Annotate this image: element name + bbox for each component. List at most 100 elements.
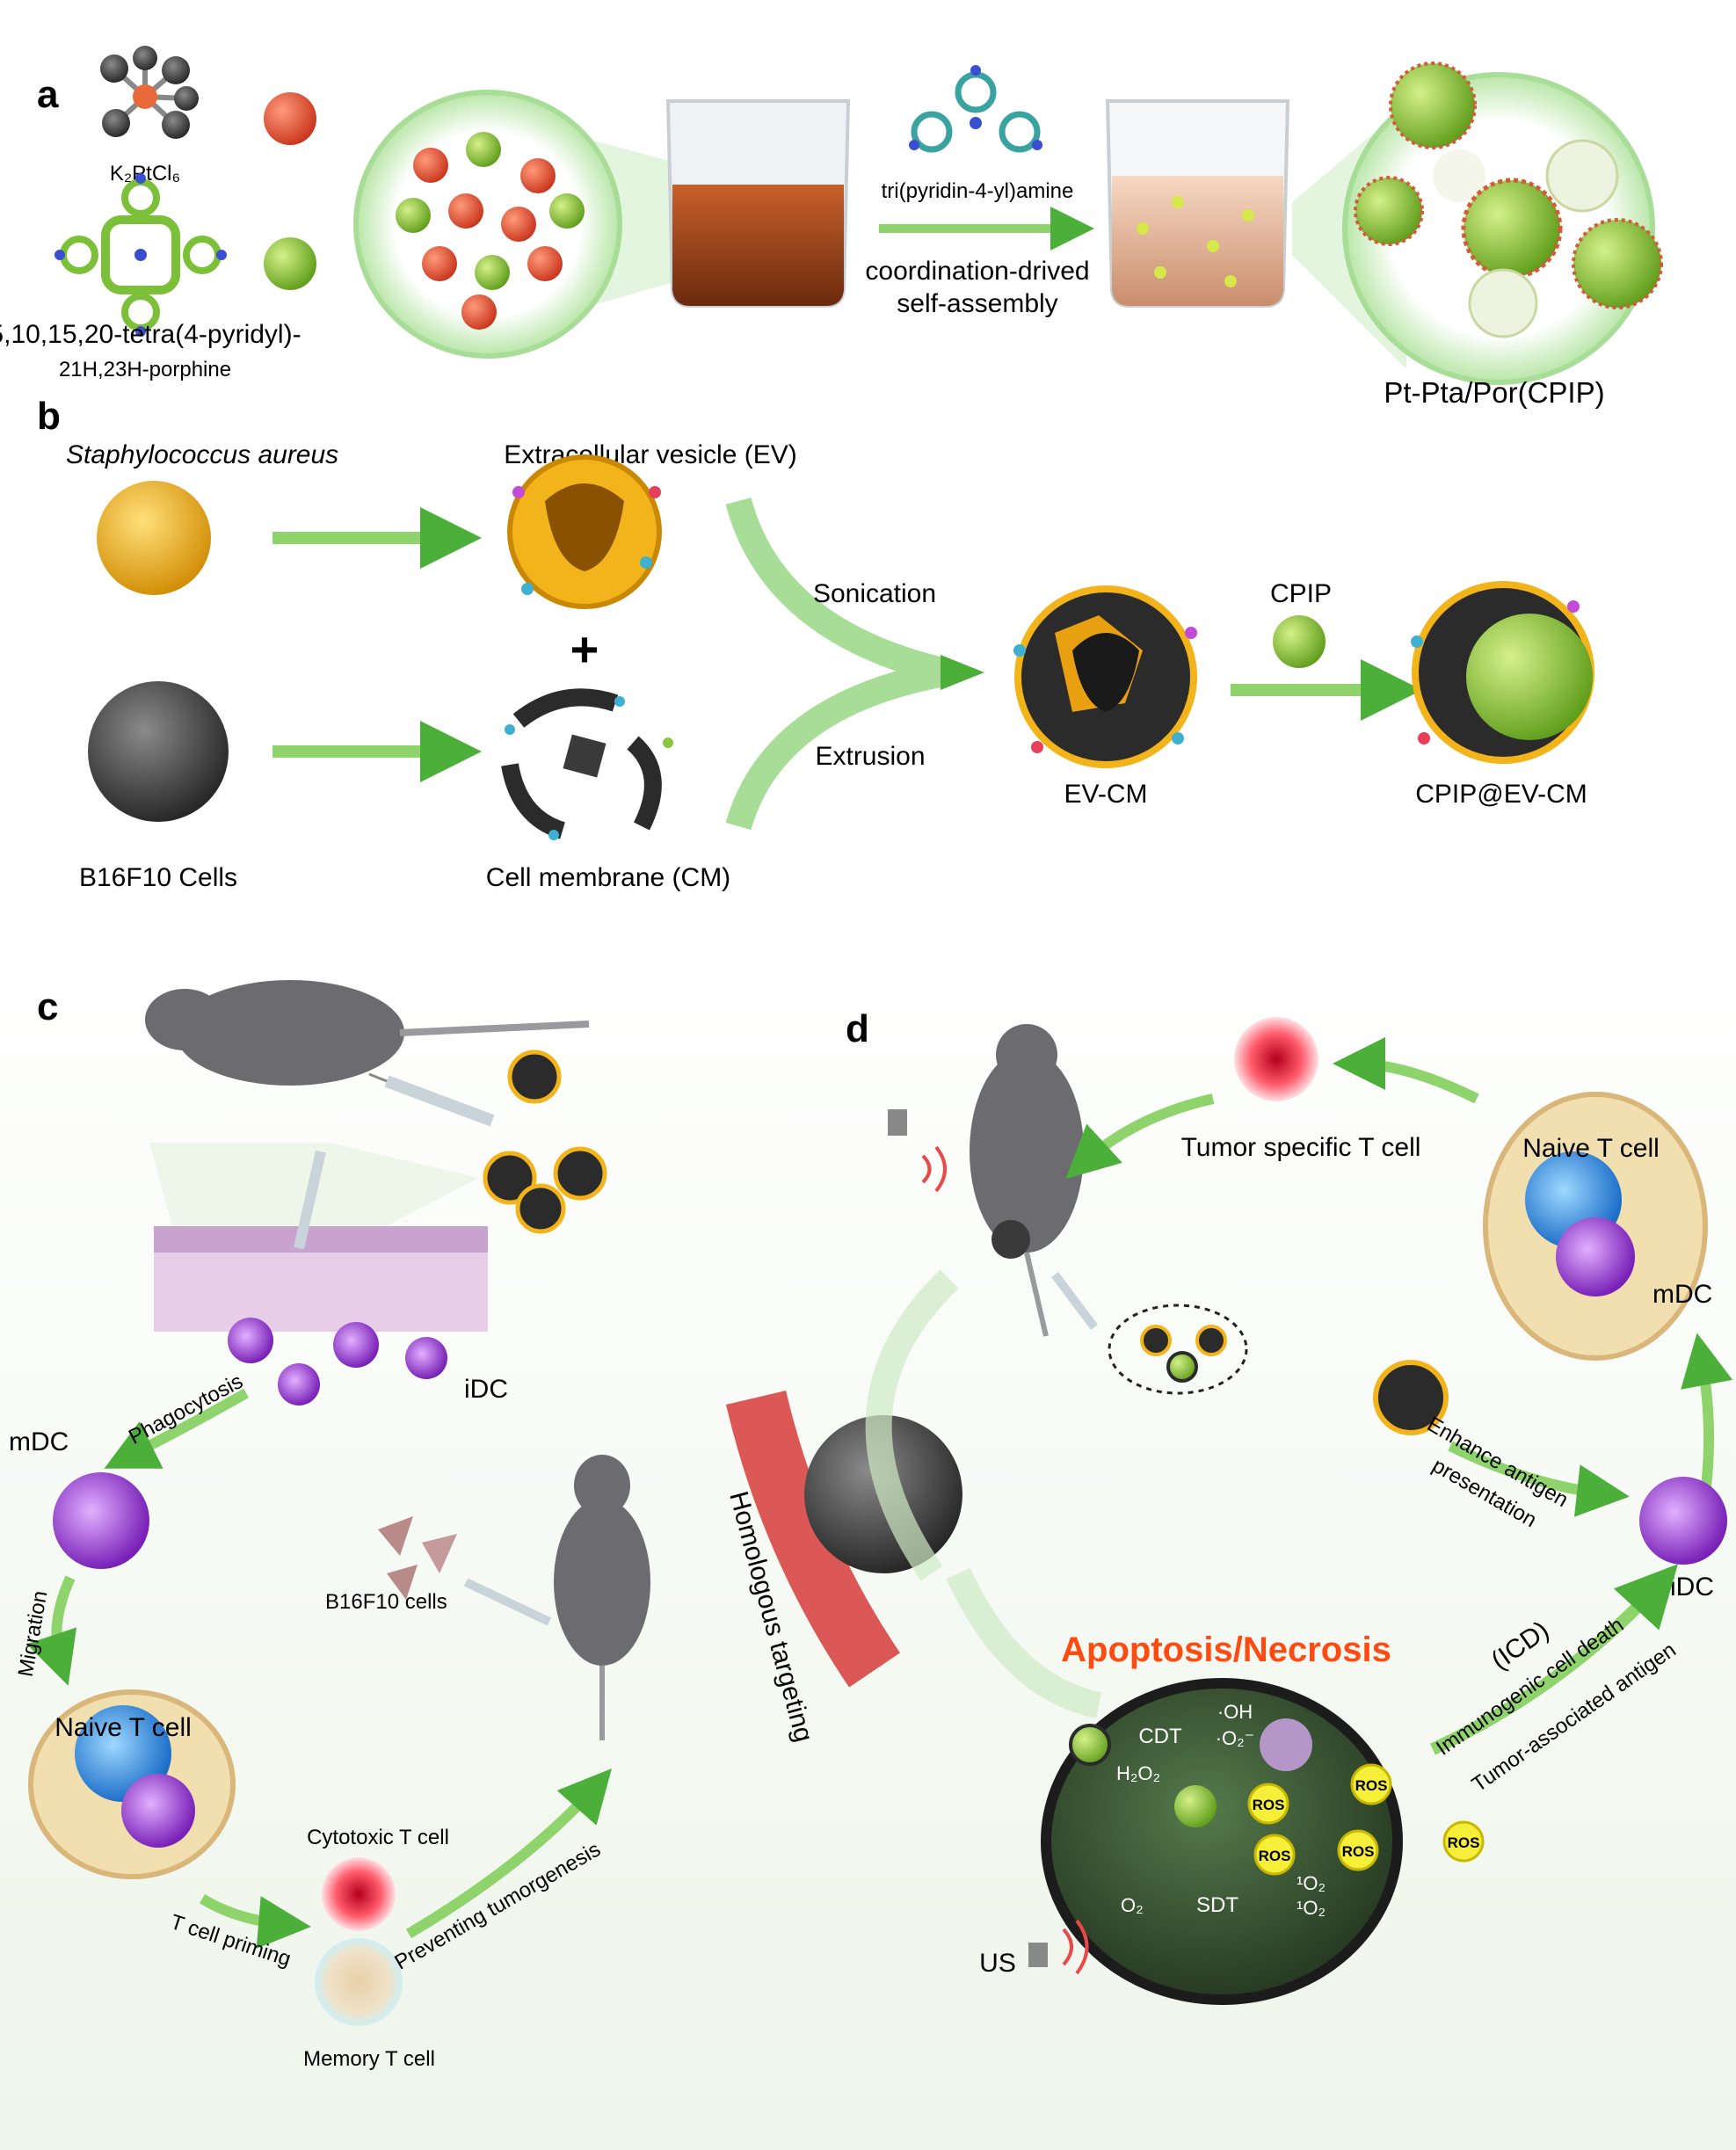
us-label: US [979,1949,1016,1978]
merge-curve-bottom [725,659,952,831]
mdc-label-c: mDC [9,1427,69,1456]
cell-membrane-fragments-icon [501,688,673,840]
apoptosis-label: Apoptosis/Necrosis [1061,1631,1391,1669]
beaker-precursor-icon [665,99,851,308]
cpip-ev-cm-icon [1411,581,1594,764]
immature-dc-cells [228,1318,447,1405]
h2o2-label: H₂O₂ [1116,1762,1160,1784]
ros-label-1: ROS [1253,1797,1285,1813]
singlet-oxygen-label-1: ¹O₂ [1297,1872,1326,1894]
migration-arrow [26,1575,77,1686]
ros-label-2: ROS [1259,1848,1291,1864]
beaker-product-icon [1105,99,1290,308]
b16f10-cells-label-c: B16F10 cells [325,1590,447,1614]
ev-cm-label: EV-CM [1064,780,1147,809]
porphyrin-molecule-icon [54,173,227,337]
porphyrin-label-line1: 5,10,15,20-tetra(4-pyridyl)- [0,320,301,349]
ion-mixture-spheres [396,132,585,330]
ultrasound-probe-icon-top [888,1109,947,1193]
merge-arrowhead [941,655,984,690]
flow-curve-left [865,1269,959,1581]
memory-t-cell-icon [315,1938,403,2026]
cpip-product-label: Pt-Pta/Por(CPIP) [1384,376,1604,409]
syringe-icon [368,1072,495,1127]
idc-label-c: iDC [464,1375,508,1404]
panel-b: b Staphylococcus aureus Extracellular ve… [37,395,1594,892]
sonication-label: Sonication [813,579,936,608]
plus-sign: + [570,621,599,677]
tripyridylamine-molecule-icon [909,65,1042,153]
process-line2: self-assembly [897,289,1057,318]
t-cell-homing-arrow [1065,1093,1215,1180]
flow-curve-right [946,1567,1102,1718]
idc-label-d: iDC [1670,1573,1714,1602]
ev-cm-hybrid-vesicle-icon [1013,585,1197,768]
pt-precursor-sphere-icon [264,92,316,145]
naive-t-label-c: Naive T cell [54,1713,192,1742]
extrusion-label: Extrusion [815,742,925,771]
memory-t-label: Memory T cell [303,2047,435,2071]
blood-vessel-icon [725,1390,900,1688]
mouse-treated-icon [970,1024,1084,1337]
naive-t-label-d: Naive T cell [1522,1134,1660,1163]
ultrasound-probe-icon-bottom [1028,1919,1089,1975]
icd-arrow [1430,1564,1678,1755]
phagocytosis-arrow [104,1388,249,1469]
ros-label-5: ROS [1448,1834,1480,1851]
singlet-oxygen-label-2: ¹O₂ [1297,1897,1326,1919]
cpip-label: CPIP [1270,579,1332,608]
mdc-label-d: mDC [1652,1280,1712,1309]
tumor-cell-icon [1041,1678,1403,2005]
ligand-label: tri(pyridin-4-yl)amine [882,179,1074,203]
tumor-challenge-syringe-icon [463,1578,552,1626]
superoxide-label: ·O₂⁻ [1216,1727,1255,1749]
ros-label-3: ROS [1355,1777,1388,1794]
dc-maturation-arrow [1681,1333,1733,1495]
ros-burst-icon [1247,1763,1485,1876]
injected-particles-icon [1140,1325,1227,1383]
mouse-standing-icon-c [554,1455,650,1740]
treatment-syringe-icon [1051,1272,1098,1330]
cytotoxic-t-label: Cytotoxic T cell [307,1826,449,1849]
process-line1: coordination-drived [865,257,1089,286]
lymph-node-icon-c [28,1689,236,1879]
injected-particles-circle [1108,1304,1248,1395]
k2ptcl6-molecule-icon [100,46,199,139]
b16f10-cells-cluster-icon [378,1516,457,1600]
oxygen-label: O₂ [1121,1894,1144,1916]
hydroxyl-label: ·OH [1217,1701,1253,1723]
vaccine-particle-icon-d [1373,1360,1449,1435]
cytotoxic-t-cell-icon [322,1857,396,1931]
porphyrin-label-line2: 21H,23H-porphine [59,358,231,381]
idc-icon-d [1639,1477,1727,1565]
sdt-label: SDT [1196,1893,1238,1917]
tumor-t-label: Tumor specific T cell [1181,1133,1421,1162]
lymph-node-icon-d [1483,1092,1708,1361]
cpip-nanoparticles [1354,62,1663,338]
b16f10-cell-icon [88,681,229,822]
preventing-arrow [405,1769,612,1939]
b16f10-cells-label: B16F10 Cells [79,863,237,892]
extracellular-vesicle-icon [507,454,662,609]
panel-d-letter: d [846,1007,869,1050]
mouse-top-icon [145,980,590,1086]
cpip-small-icon [1273,615,1326,668]
porphyrin-sphere-icon [264,237,316,290]
cpip-ev-cm-label: CPIP@EV-CM [1415,780,1587,809]
tumor-specific-t-cell-icon [1234,1017,1318,1101]
panel-a-letter: a [37,73,59,116]
panel-a: a K₂PtCl₆ [0,46,1663,409]
skin-syringe-icon [294,1150,326,1250]
cm-label: Cell membrane (CM) [486,863,730,892]
mature-dc-icon [53,1472,149,1569]
panel-b-letter: b [37,395,61,438]
panel-c: c iDC Phagocyt [9,980,650,2071]
ros-label-4: ROS [1342,1843,1375,1860]
vaccine-particles-icon [483,1050,607,1234]
cdt-label: CDT [1138,1725,1182,1748]
merge-curve-top [725,497,953,686]
antigen-presentation-arrow [1448,1441,1630,1517]
bacteria-label: Staphylococcus aureus [66,440,338,469]
skin-tissue-icon [154,1226,488,1332]
